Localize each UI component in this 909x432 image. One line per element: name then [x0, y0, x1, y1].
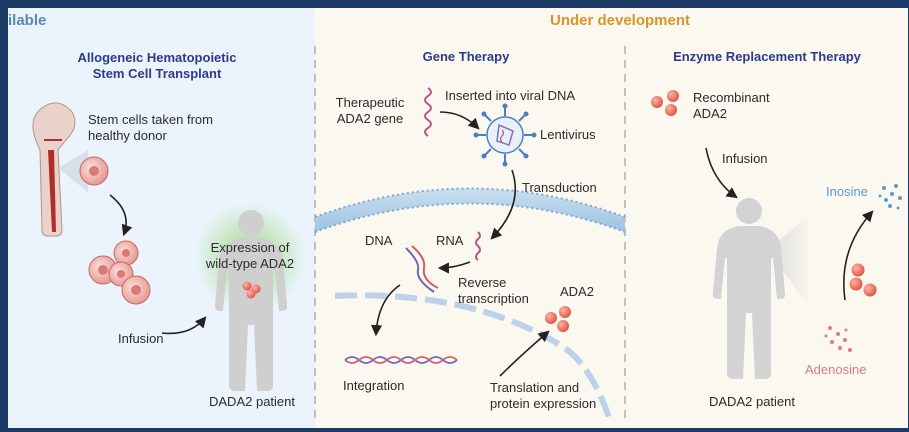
- ert-zoom-cone: [768, 216, 808, 306]
- expression-label-line1: Expression of: [211, 240, 290, 255]
- recombinant-ada2-icon: [651, 90, 679, 116]
- adenosine-label: Adenosine: [805, 362, 866, 377]
- ert-infusion-arrow: [705, 147, 738, 199]
- ert-ada2-protein-icon: [849, 263, 877, 297]
- ert-patient-label: DADA2 patient: [709, 394, 795, 409]
- stem-cells-label-line1: Stem cells taken from: [88, 112, 213, 127]
- conversion-arrow: [843, 210, 874, 301]
- inosine-label: Inosine: [826, 184, 868, 199]
- dna-label: DNA: [365, 233, 393, 248]
- therapeutic-gene-label-line2: ADA2 gene: [337, 111, 404, 126]
- gene-ada2-label: ADA2: [560, 284, 594, 299]
- infusion-arrow: [161, 316, 207, 335]
- recombinant-label-line2: ADA2: [693, 106, 727, 121]
- therapeutic-gene-label-line1: Therapeutic: [336, 95, 405, 110]
- integrated-dna-icon: [344, 356, 458, 364]
- rna-label: RNA: [436, 233, 464, 248]
- cell-membrane: [315, 188, 625, 232]
- translation-arrow: [499, 330, 550, 377]
- integration-label: Integration: [343, 378, 404, 393]
- lentivirus-label: Lentivirus: [540, 127, 596, 142]
- available-label: ilable: [8, 12, 46, 29]
- reverse-transcription-arrow: [437, 261, 471, 274]
- reverse-label-line2: transcription: [458, 291, 529, 306]
- femur-icon: [32, 102, 76, 237]
- lentivirus-icon: [473, 103, 537, 167]
- hsct-title-line1: Allogeneic Hematopoietic: [78, 50, 237, 65]
- gene-therapy-title: Gene Therapy: [423, 49, 510, 64]
- reverse-label-line1: Reverse: [458, 275, 506, 290]
- inserted-label: Inserted into viral DNA: [445, 88, 575, 103]
- dna-strand-icon: [405, 245, 439, 293]
- transduction-label: Transduction: [522, 180, 597, 195]
- stem-cells-label-line2: healthy donor: [88, 128, 167, 143]
- inosine-particles: [878, 184, 902, 210]
- recombinant-label-line1: Recombinant: [693, 90, 770, 105]
- zoom-cone: [58, 150, 88, 192]
- hsct-title-line2: Stem Cell Transplant: [93, 66, 222, 81]
- gene-ada2-protein-icon: [545, 306, 571, 332]
- expand-arrow: [109, 194, 133, 237]
- ert-title: Enzyme Replacement Therapy: [673, 49, 862, 64]
- ada2-protein-icon: [242, 281, 261, 299]
- ert-infusion-label: Infusion: [722, 151, 768, 166]
- hsct-infusion-label: Infusion: [118, 331, 164, 346]
- nuclear-envelope: [334, 292, 613, 421]
- expression-label-line2: wild-type ADA2: [205, 256, 294, 271]
- integration-arrow: [370, 284, 401, 337]
- hsct-patient-label: DADA2 patient: [209, 394, 295, 409]
- therapeutic-gene-icon: [424, 87, 432, 137]
- adenosine-particles: [824, 326, 852, 352]
- stem-cell-cluster-icon: [88, 240, 151, 305]
- insert-arrow: [439, 111, 480, 130]
- under-development-label: Under development: [550, 12, 690, 29]
- rna-strand-icon: [475, 231, 481, 261]
- translation-label-line1: Translation and: [490, 380, 579, 395]
- transduction-arrow: [490, 169, 516, 240]
- translation-label-line2: protein expression: [490, 396, 596, 411]
- stem-cell-icon: [79, 156, 109, 186]
